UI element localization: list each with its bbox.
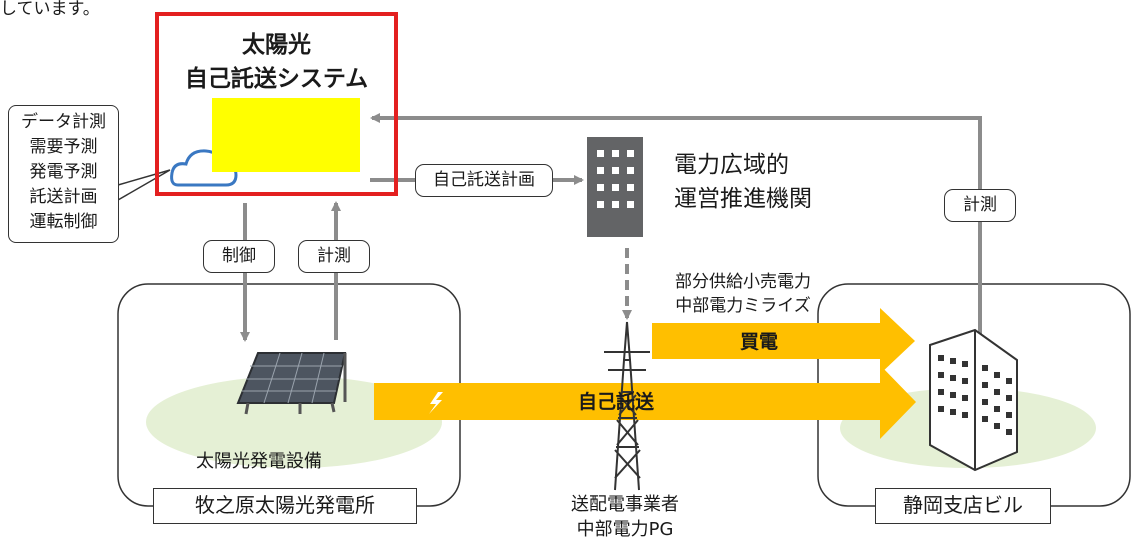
- lightning-icon: [429, 392, 443, 414]
- system-yellow-panel: [212, 98, 360, 172]
- tasks-callout: データ計測 需要予測 発電予測 託送計画 運転制御: [8, 105, 119, 243]
- occto-building-icon: [587, 137, 643, 237]
- task-item: データ計測: [21, 112, 106, 132]
- retail-line1: 部分供給小売電力: [675, 272, 811, 292]
- measure-right-line: [370, 113, 982, 345]
- task-item: 需要予測: [29, 137, 98, 157]
- left-ground: [146, 376, 442, 468]
- self-transmission-arrow: [374, 365, 916, 439]
- task-item: 託送計画: [29, 187, 98, 207]
- measure-left-label: 計測: [298, 240, 370, 273]
- solar-equipment-label: 太陽光発電設備: [196, 451, 322, 472]
- system-title-line2: 自己託送システム: [184, 66, 369, 92]
- task-item: 発電予測: [29, 162, 98, 182]
- grid-line2: 中部電力PG: [576, 519, 674, 540]
- solar-panel-icon: [236, 352, 347, 415]
- system-title: 太陽光 自己託送システム: [155, 28, 398, 96]
- task-item: 運転制御: [29, 212, 98, 232]
- retail-provider: 部分供給小売電力 中部電力ミライズ: [658, 270, 828, 318]
- system-title-line1: 太陽光: [242, 32, 311, 58]
- top-caption: しています。: [0, 0, 100, 19]
- buy-power-arrow: [652, 308, 915, 374]
- measure-right-label: 計測: [944, 189, 1016, 222]
- self-transmission-label: 自己託送: [578, 391, 655, 413]
- plan-label: 自己託送計画: [415, 164, 553, 197]
- buy-power-label: 買電: [740, 331, 779, 353]
- occto-line2: 運営推進機関: [674, 186, 812, 212]
- right-site-label: 静岡支店ビル: [875, 488, 1051, 524]
- retail-line2: 中部電力ミライズ: [675, 296, 811, 316]
- left-site-label: 牧之原太陽光発電所: [153, 488, 417, 524]
- system-frame: [155, 12, 398, 196]
- grid-line1: 送配電事業者: [571, 494, 679, 515]
- transmission-tower-icon: [604, 321, 650, 491]
- office-building-icon: [929, 328, 1018, 472]
- grid-operator: 送配電事業者 中部電力PG: [555, 492, 695, 542]
- occto-name: 電力広域的 運営推進機関: [674, 148, 812, 216]
- occto-line1: 電力広域的: [674, 152, 789, 178]
- control-label: 制御: [203, 240, 275, 273]
